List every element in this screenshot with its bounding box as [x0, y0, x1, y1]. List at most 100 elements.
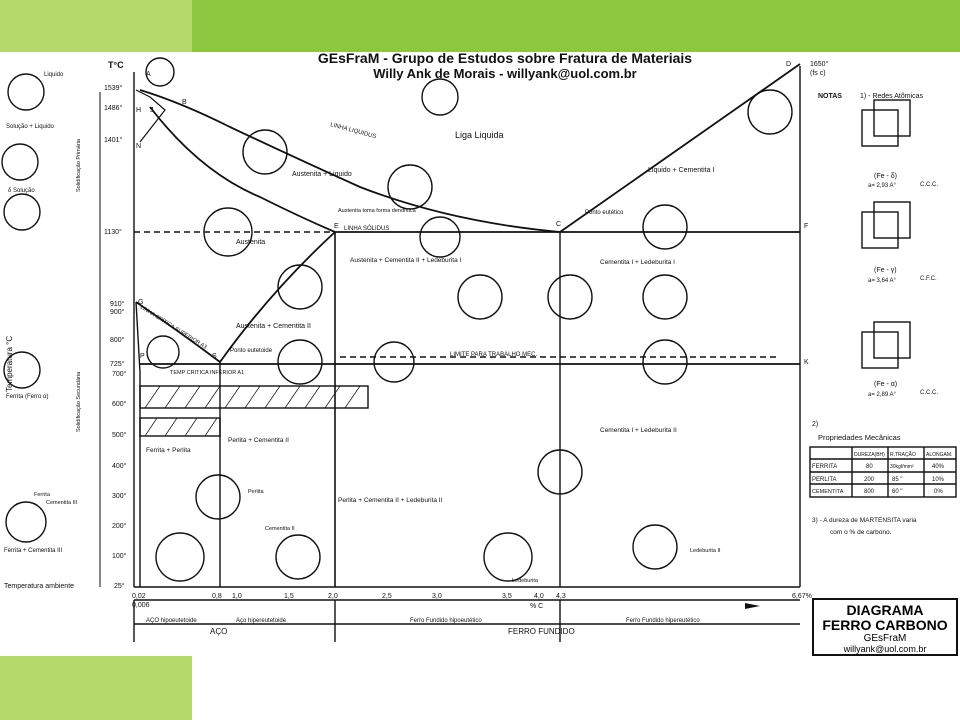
xtick-2-0: 2,0 — [328, 593, 338, 600]
arrow-icon — [745, 603, 760, 609]
micro-circle — [145, 57, 175, 87]
region-perlita-cem2: Perlita + Cementita II — [228, 437, 289, 444]
x-unit: % C — [530, 603, 543, 610]
point-E: E — [334, 223, 339, 230]
tick-200: 200° — [112, 522, 127, 530]
region-austenita: Austenita — [236, 239, 265, 246]
top-right-temp: 1650° — [810, 60, 829, 68]
title-box-line3: GEsFraM — [863, 633, 907, 644]
footer-bar — [0, 656, 192, 720]
region-perlita-cem-led: Perlita + Cementita II + Ledeburita II — [338, 497, 443, 504]
micro-circle — [387, 164, 433, 210]
point-S: S — [212, 353, 217, 360]
ferrita-ferro-label: Ferrita (Ferro α) — [6, 394, 48, 400]
ledeburita2-label: Ledeburita II — [690, 548, 721, 554]
point-C: C — [556, 221, 561, 228]
region-aust-cem-led: Austenita + Cementita II + Ledeburita I — [350, 257, 461, 264]
tick-100: 100° — [112, 552, 127, 560]
cell2-label: (Fe - γ) — [874, 267, 897, 274]
micro-circle — [419, 216, 461, 258]
region-liquid: Liga Liquida — [455, 130, 504, 140]
td: FERRITA — [812, 464, 837, 470]
notes-item2: 2) — [812, 421, 818, 428]
td: PERLITA — [812, 477, 837, 483]
xtick-2-5: 2,5 — [382, 593, 392, 600]
xtick-0-02: 0,02 — [132, 593, 146, 600]
micro-circle — [547, 274, 593, 320]
region-liq-cem: Liquido + Cementita I — [648, 167, 714, 174]
cementita3-label: Cementita III — [46, 500, 78, 506]
prop-title: Propriedades Mecânicas — [818, 433, 901, 442]
page-title: GEsFraM - Grupo de Estudos sobre Fratura… — [317, 50, 693, 66]
tick-1539: 1539° — [104, 84, 123, 92]
ambient-label: Temperatura ambiente — [4, 583, 74, 590]
td: 10% — [932, 477, 945, 483]
xtick-6-67: 6,67% — [792, 593, 812, 600]
cell2-a: a= 3,64 A° — [868, 278, 897, 284]
secundaria-label: Solidificação Secundária — [76, 371, 82, 432]
primaria-label: Solidificação Primária — [76, 138, 82, 192]
td: CEMENTITA — [812, 489, 844, 495]
micro-circle — [195, 474, 241, 520]
tick-25: 25° — [114, 582, 125, 590]
tick-900: 900° — [110, 308, 125, 316]
td: 800 — [864, 489, 875, 495]
micro-circle — [483, 532, 533, 582]
cementita2-label: Cementita II — [265, 526, 295, 532]
td: 30kgf/mm² — [890, 464, 914, 470]
cell2-type: C.F.C. — [920, 276, 937, 282]
sol-liq-label: Solução + Liquido — [6, 124, 55, 130]
xtick-1-5: 1,5 — [284, 593, 294, 600]
notes-title: NOTAS — [818, 93, 842, 100]
point-H: H — [136, 107, 141, 114]
point-B: B — [182, 99, 187, 106]
td: 40% — [932, 464, 945, 470]
micro-circle — [457, 274, 503, 320]
micro-circle — [1, 143, 39, 181]
ledeburita-label: Ledeburita — [512, 578, 539, 584]
notes-item1: 1) - Redes Atômicas — [860, 93, 924, 100]
ferro-fundido-label: FERRO FUNDIDO — [508, 627, 575, 636]
point-P: P — [140, 353, 145, 360]
point-A: A — [146, 71, 151, 78]
region-cem-led2: Cementita I + Ledeburita II — [600, 427, 677, 434]
notes-item3: 3) - A dureza de MARTENSITA varia — [812, 517, 917, 524]
micro-circle — [277, 339, 323, 385]
ferrita-label: Ferrita — [34, 492, 51, 498]
a3-line — [135, 301, 221, 363]
tick-300: 300° — [112, 492, 127, 500]
title-box-line1: DIAGRAMA — [846, 602, 924, 618]
td: 60 " — [892, 489, 902, 495]
eutectoid-point-label: Ponto eutetoide — [230, 348, 273, 354]
delta-region — [135, 89, 166, 143]
ff-hiper-label: Ferro Fundido hipereutético — [626, 618, 700, 624]
point-D: D — [786, 61, 791, 68]
acm-line — [219, 231, 336, 363]
hatched-band-2 — [139, 417, 221, 437]
micro-circle — [642, 204, 688, 250]
solidus-label: LINHA SÓLIDUS — [344, 225, 389, 232]
micro-circle — [7, 73, 45, 111]
delta-sol-label: δ Solução — [8, 188, 35, 194]
notes-item3b: com o % de carbono. — [830, 529, 892, 536]
page-subtitle: Willy Ank de Morais - willyank@uol.com.b… — [373, 66, 637, 81]
top-right-sub: (fs c) — [810, 70, 826, 77]
micro-circle — [5, 501, 47, 543]
y-label: Temperatura °C — [5, 336, 14, 392]
tick-600: 600° — [112, 400, 127, 408]
point-N: N — [136, 143, 141, 150]
th-2: R.TRAÇÃO — [890, 451, 916, 458]
tick-725: 725° — [110, 360, 125, 368]
cell1-type: C.C.C. — [920, 182, 938, 188]
cell3-type: C.C.C. — [920, 390, 938, 396]
tick-1130: 1130° — [104, 228, 122, 236]
th-3: ALONGAM. — [926, 452, 952, 458]
region-ferrita-perlita: Ferrita + Perlita — [146, 447, 191, 454]
aco-hiper-label: Aço hipereutetoide — [236, 618, 287, 624]
tick-700: 700° — [112, 370, 127, 378]
micro-circle — [146, 335, 180, 369]
region-cem-led: Cementita I + Ledeburita I — [600, 259, 675, 266]
ff-hipo-label: Ferro Fundido hipoeutético — [410, 618, 482, 624]
tick-1486: 1486° — [104, 104, 123, 112]
